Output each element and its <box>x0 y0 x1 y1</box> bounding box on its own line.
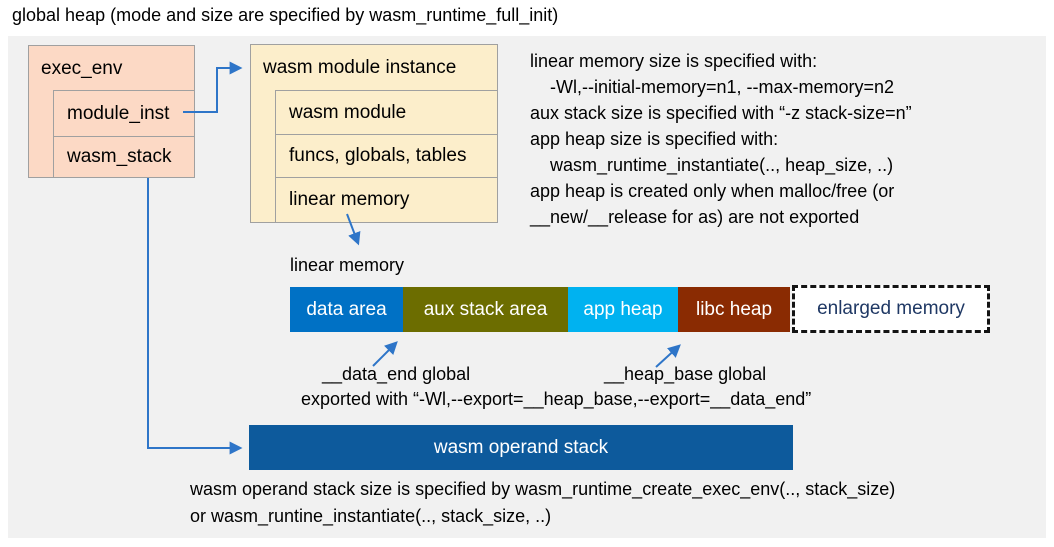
note-line: -Wl,--initial-memory=n1, --max-memory=n2 <box>550 77 895 97</box>
segment-libc-heap-label: libc heap <box>695 298 773 320</box>
note-line: linear memory size is specified with: <box>530 51 818 71</box>
note-line: aux stack size is specified with “-z sta… <box>530 103 912 123</box>
exec-env-title: exec_env <box>41 57 123 79</box>
diagram-title: global heap (mode and size are specified… <box>12 5 559 25</box>
segment-enlarged-memory-label: enlarged memory <box>817 298 965 319</box>
segment-libc-heap: libc heap <box>678 287 790 332</box>
note-line: wasm operand stack size is specified by … <box>190 479 896 499</box>
memory-size-notes: linear memory size is specified with: -W… <box>530 48 1035 230</box>
module-instance-row-funcs-globals-tables: funcs, globals, tables <box>275 134 498 178</box>
note-line: app heap size is specified with: <box>530 129 779 149</box>
note-line: __new/__release for as) are not exported <box>530 207 860 227</box>
wasm-operand-stack-label: wasm operand stack <box>433 436 609 458</box>
segment-aux-stack-area-label: aux stack area <box>423 298 548 320</box>
module-instance-title: wasm module instance <box>263 56 457 78</box>
segment-app-heap: app heap <box>568 287 678 332</box>
segment-enlarged-memory: enlarged memory <box>792 285 990 333</box>
note-line: or wasm_runtine_instantiate(.., stack_si… <box>190 506 552 526</box>
segment-app-heap-label: app heap <box>583 298 663 320</box>
segment-aux-stack-area: aux stack area <box>403 287 568 332</box>
module-instance-row-linear-memory: linear memory <box>275 177 498 223</box>
note-line: app heap is created only when malloc/fre… <box>530 181 895 201</box>
linear-memory-label: linear memory <box>290 255 405 275</box>
segment-data-area: data area <box>290 287 403 332</box>
exec-env-row-module-inst: module_inst <box>53 90 195 137</box>
exec-env-row-wasm-stack: wasm_stack <box>53 136 195 178</box>
data-end-global-label: __data_end global <box>322 364 471 384</box>
note-line: wasm_runtime_instantiate(.., heap_size, … <box>550 155 894 175</box>
export-note: exported with “-Wl,--export=__heap_base,… <box>301 389 812 409</box>
module-instance-row-wasm-module: wasm module <box>275 90 498 135</box>
heap-base-global-label: __heap_base global <box>604 364 767 384</box>
segment-data-area-label: data area <box>306 298 387 320</box>
operand-stack-notes: wasm operand stack size is specified by … <box>190 476 895 530</box>
wasm-operand-stack-bar: wasm operand stack <box>249 425 793 470</box>
